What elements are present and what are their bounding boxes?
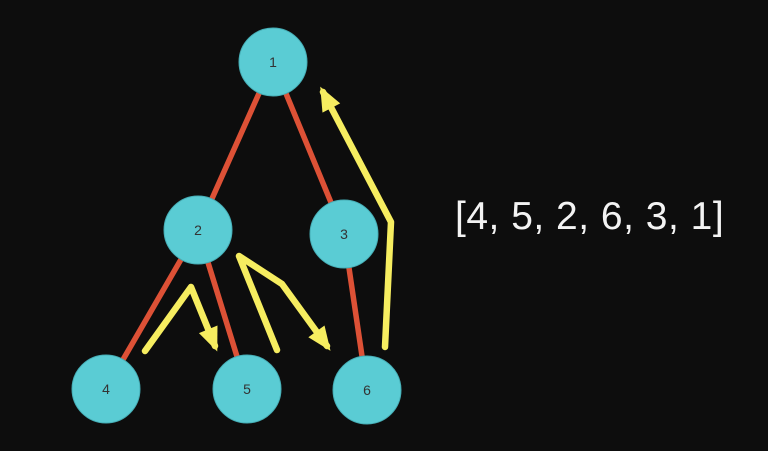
- tree-node-1: 1: [238, 27, 308, 97]
- node-label-3: 3: [340, 226, 348, 242]
- node-circle-4: [71, 354, 141, 424]
- traversal-arrow-4-to-5: [141, 283, 219, 355]
- node-label-4: 4: [102, 381, 110, 397]
- node-circle-6: [332, 355, 402, 425]
- traversal-arrow-5-to-6: [235, 252, 331, 354]
- arrows-layer: [141, 86, 395, 355]
- node-circle-2: [163, 195, 233, 265]
- node-label-5: 5: [243, 381, 251, 397]
- tree-node-4: 4: [71, 354, 141, 424]
- tree-node-2: 2: [163, 195, 233, 265]
- node-label-6: 6: [363, 382, 371, 398]
- tree-node-3: 3: [309, 199, 379, 269]
- node-label-1: 1: [269, 54, 277, 70]
- node-circle-3: [309, 199, 379, 269]
- node-label-2: 2: [194, 222, 202, 238]
- node-circle-1: [238, 27, 308, 97]
- traversal-result-text: [4, 5, 2, 6, 3, 1]: [455, 195, 725, 238]
- nodes-layer: 1 2 3 4 5 6: [71, 27, 402, 425]
- traversal-arrow-6-to-1: [319, 86, 395, 351]
- node-circle-5: [212, 354, 282, 424]
- tree-node-5: 5: [212, 354, 282, 424]
- tree-node-6: 6: [332, 355, 402, 425]
